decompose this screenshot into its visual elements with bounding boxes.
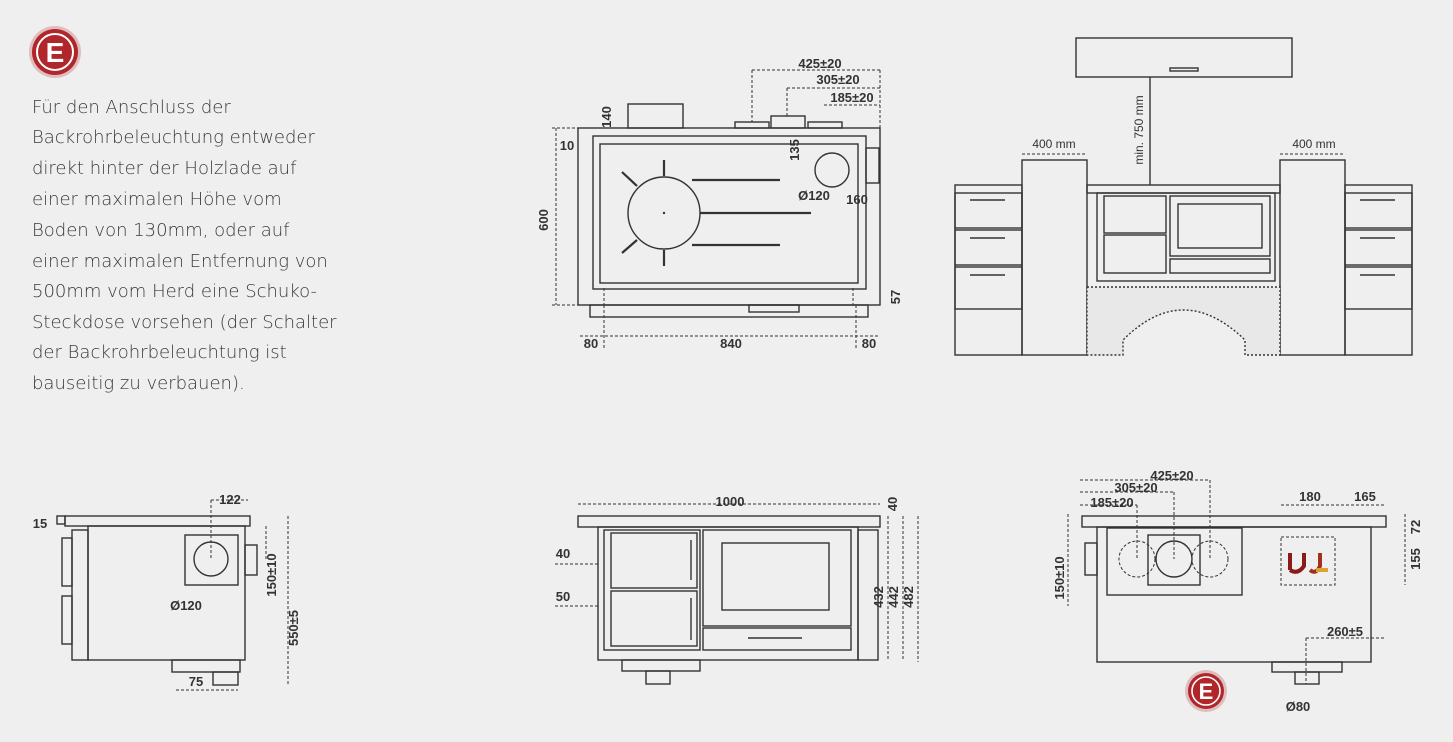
description-line: direkt hinter der Holzlade auf [32, 158, 297, 179]
dim-550: 550±5 [286, 610, 301, 646]
dim-185: 185±20 [830, 90, 873, 105]
dim-185: 185±20 [1090, 495, 1133, 510]
dim-min-750: min. 750 mm [1132, 95, 1146, 164]
description-line: bauseitig zu verbauen). [32, 373, 245, 394]
dim-1000: 1000 [716, 494, 745, 509]
dim-57: 57 [888, 290, 903, 304]
dim-10: 10 [560, 138, 574, 153]
description-line: der Backrohrbeleuchtung ist [32, 342, 287, 363]
description-line: 500mm vom Herd eine Schuko- [32, 281, 317, 302]
e-connection-badge: E [29, 26, 81, 78]
description-line: einer maximalen Höhe vom [32, 189, 282, 210]
dim-425: 425±20 [798, 56, 841, 71]
dim-180: 180 [1299, 489, 1321, 504]
rear-view-drawing: 425±20 305±20 185±20 180 165 150±10 72 1… [1052, 468, 1423, 714]
dim-diameter-80: Ø80 [1286, 699, 1311, 714]
dim-425: 425±20 [1150, 468, 1193, 483]
dim-150: 150±10 [264, 553, 279, 596]
front-view-drawing: 1000 40 40 50 432 442 482 [555, 494, 919, 685]
dim-840: 840 [720, 336, 742, 351]
dim-260: 260±5 [1327, 624, 1363, 639]
dim-482: 482 [901, 586, 916, 608]
dim-305: 305±20 [816, 72, 859, 87]
dim-400-left: 400 mm [1032, 137, 1075, 151]
dim-diameter-120: Ø120 [170, 598, 202, 613]
description-line: einer maximalen Entfernung von [32, 251, 328, 272]
dim-122: 122 [219, 492, 241, 507]
side-view-drawing: 15 122 Ø120 150±10 550±5 75 [33, 492, 301, 691]
dim-40-top: 40 [885, 497, 900, 511]
heat-flow-arrows-icon [1288, 553, 1328, 574]
description-line: Backrohrbeleuchtung entweder [32, 127, 315, 148]
e-connection-badge: E [1185, 670, 1227, 712]
dim-442: 442 [886, 586, 901, 608]
dim-305: 305±20 [1114, 480, 1157, 495]
description-text: Für den Anschluss der Backrohrbeleuchtun… [32, 97, 337, 394]
description-line: Steckdose vorsehen (der Schalter [32, 312, 337, 333]
dim-432: 432 [871, 586, 886, 608]
dim-400-right: 400 mm [1292, 137, 1335, 151]
dim-165: 165 [1354, 489, 1376, 504]
installation-view-drawing: min. 750 mm 400 mm 400 mm [954, 37, 1413, 356]
dim-150: 150±10 [1052, 556, 1067, 599]
badge-letter: E [1199, 679, 1214, 704]
dim-75: 75 [189, 674, 203, 689]
dim-160: 160 [846, 192, 868, 207]
dim-72: 72 [1408, 520, 1423, 534]
dim-600: 600 [536, 209, 551, 231]
top-view-drawing: 425±20 305±20 185±20 140 10 600 135 Ø120… [536, 56, 903, 351]
dim-diameter-120: Ø120 [798, 188, 830, 203]
dim-80-left: 80 [584, 336, 598, 351]
dim-140: 140 [599, 106, 614, 128]
dim-155: 155 [1408, 548, 1423, 570]
dim-80-right: 80 [862, 336, 876, 351]
description-line: Für den Anschluss der [32, 97, 231, 118]
dim-40: 40 [556, 546, 570, 561]
dim-50: 50 [556, 589, 570, 604]
dim-135: 135 [787, 139, 802, 161]
badge-letter: E [46, 37, 65, 68]
description-line: Boden von 130mm, oder auf [32, 220, 290, 241]
dim-15: 15 [33, 516, 47, 531]
